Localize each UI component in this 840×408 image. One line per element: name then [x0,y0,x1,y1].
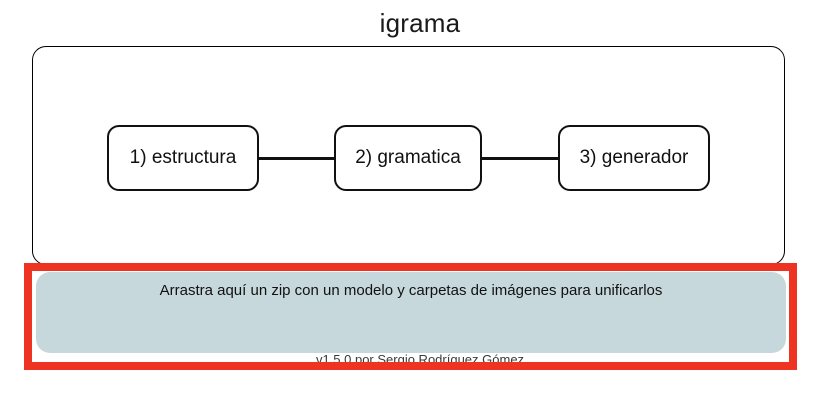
file-drop-zone-instruction: Arrastra aquí un zip con un modelo y car… [159,282,663,299]
file-drop-zone[interactable]: Arrastra aquí un zip con un modelo y car… [36,272,786,353]
pipeline-node-generador[interactable]: 3) generador [558,125,710,191]
drop-zone-highlight-annotation [24,263,797,370]
pipeline-node-label: 2) gramatica [355,147,461,168]
page-title: igrama [379,8,461,38]
pipeline-node-label: 3) generador [579,147,689,168]
pipeline-node-estructura[interactable]: 1) estructura [107,125,259,191]
pipeline-node-label: 1) estructura [129,147,237,168]
connector-line [480,157,560,160]
connector-line [257,157,336,160]
pipeline-node-gramatica[interactable]: 2) gramatica [334,125,482,191]
